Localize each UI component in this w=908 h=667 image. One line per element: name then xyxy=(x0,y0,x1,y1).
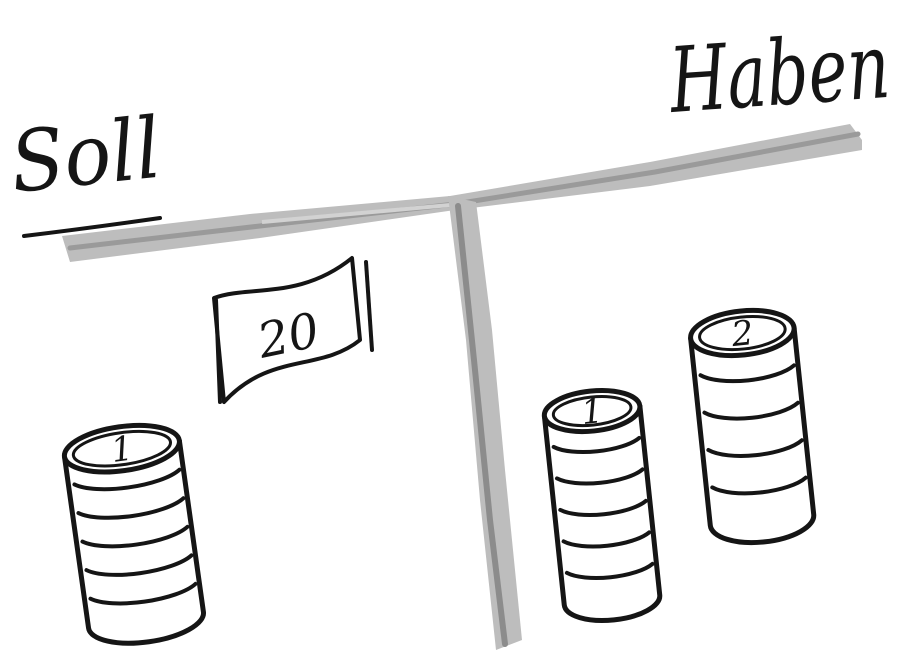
soll-heading: Soll xyxy=(6,99,165,212)
coin-label: 1 xyxy=(579,391,605,433)
coin-stack: 1 xyxy=(61,419,206,650)
coin-label: 2 xyxy=(729,313,756,355)
haben-heading: Haben xyxy=(665,14,893,134)
coin-stack-body xyxy=(691,328,816,548)
coin-stack: 2 xyxy=(688,306,816,548)
t-account-vertical-bar xyxy=(448,196,522,650)
banknote: 20 xyxy=(214,258,372,402)
coin-stack: 1 xyxy=(542,386,662,625)
coin-stacks: 1 1 2 xyxy=(61,306,816,650)
